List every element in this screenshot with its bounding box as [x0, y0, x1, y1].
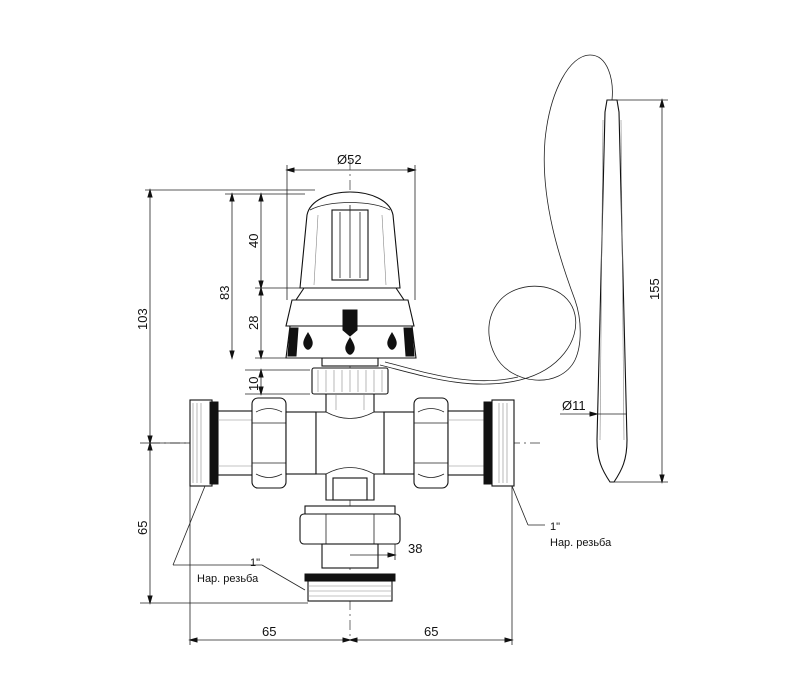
tee-body [315, 391, 385, 501]
thermostatic-head [285, 191, 417, 359]
dim-lower-height: 65 [135, 521, 150, 535]
bottom-connection [299, 505, 401, 602]
dim-bottom-offset: 38 [408, 541, 422, 556]
bottom-thread-size: 1" [250, 557, 260, 569]
dim-head-height: 40 [246, 234, 261, 248]
dim-left-length: 65 [262, 624, 276, 639]
dim-bulb-diameter: Ø11 [562, 398, 586, 413]
right-thread-size: 1" [550, 521, 560, 533]
right-connection [383, 397, 515, 489]
capillary-tube [379, 54, 613, 385]
dim-right-length: 65 [424, 624, 438, 639]
left-thread-label: Нар. резьба [197, 573, 259, 585]
dimension-arrows [147, 98, 665, 643]
dim-nut-height: 10 [246, 377, 261, 391]
dim-bulb-length: 155 [647, 278, 662, 300]
dimension-lines [140, 99, 668, 645]
neck-nut [311, 357, 389, 395]
dim-upper-height: 83 [217, 286, 232, 300]
left-connection [189, 397, 317, 489]
right-thread-label: Нар. резьба [550, 537, 612, 549]
leader-lines [172, 485, 545, 591]
sensor-bulb [596, 99, 628, 483]
dim-head-diameter: Ø52 [337, 152, 362, 167]
dim-total-height: 103 [135, 308, 150, 330]
dim-collar-height: 28 [246, 316, 261, 330]
